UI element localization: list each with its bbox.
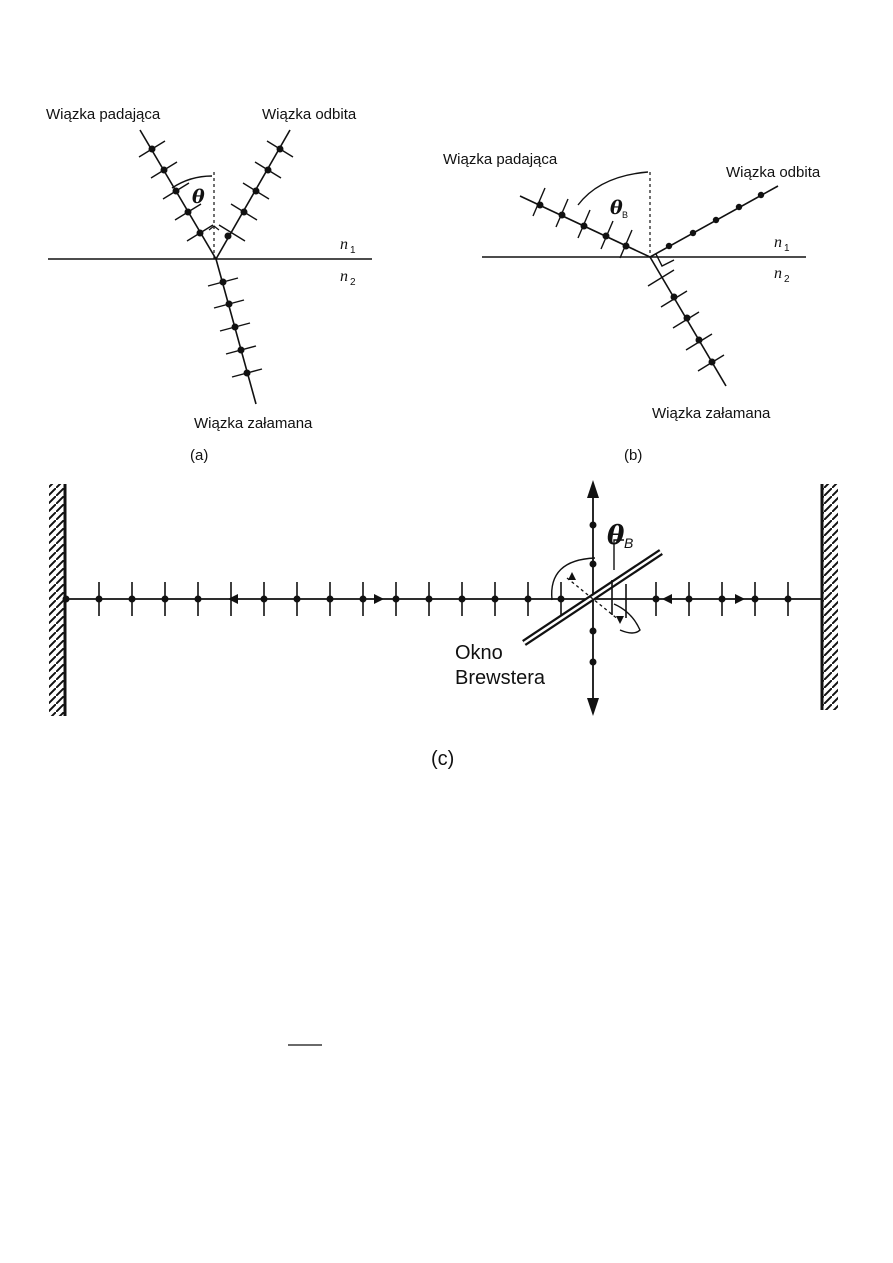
normal-arrow-left: [568, 572, 576, 580]
incident-label-a: Wiązka padająca: [46, 106, 161, 123]
angle-symbol-c: θ: [607, 521, 625, 551]
angle-arc-c-upper2: [613, 539, 624, 570]
medium1-sub-b: 1: [784, 243, 790, 254]
angle-arc-a: [171, 175, 213, 189]
panel-b: Wiązka padająca Wiązka odbita Wiązka zał…: [443, 151, 821, 464]
medium2-sub-b: 2: [784, 274, 790, 285]
reflected-beam-b: [649, 185, 779, 258]
normal-arrow-right: [616, 616, 624, 624]
refracted-beam-a: [207, 258, 263, 405]
left-mirror: [49, 484, 67, 716]
refracted-beam-b: [647, 256, 727, 387]
refracted-label-a: Wiązka załamana: [194, 415, 313, 432]
angle-symbol-b: θ: [610, 197, 623, 219]
caption-b: (b): [624, 447, 642, 464]
window-label-line1: Okno: [455, 642, 503, 664]
reflected-beam-a: [215, 129, 294, 260]
medium1-symbol-a: n: [340, 236, 348, 253]
right-mirror: [820, 484, 838, 710]
angle-arc-b: [577, 171, 649, 206]
angle-sub-b: B: [622, 210, 628, 220]
medium2-symbol-b: n: [774, 265, 782, 282]
reflected-label-a: Wiązka odbita: [262, 106, 357, 123]
medium2-sub-a: 2: [350, 277, 356, 288]
caption-c: (c): [431, 748, 454, 770]
angle-sub-c: B: [624, 535, 633, 551]
reflected-label-b: Wiązka odbita: [726, 164, 821, 181]
window-label-line2: Brewstera: [455, 667, 546, 689]
incident-label-b: Wiązka padająca: [443, 151, 558, 168]
vertex-marker-a: [208, 225, 220, 231]
panel-a: Wiązka padająca Wiązka odbita Wiązka zał…: [46, 106, 372, 464]
axis-arrows: [228, 594, 745, 604]
angle-arc-c-upper: [551, 557, 596, 601]
medium1-sub-a: 1: [350, 245, 356, 256]
polarization-dots: [62, 595, 792, 603]
incident-beam-a: [138, 129, 217, 260]
refracted-label-b: Wiązka załamana: [652, 405, 771, 422]
window-normal: [566, 577, 620, 621]
caption-a: (a): [190, 447, 208, 464]
angle-arc-c-lower: [613, 603, 641, 634]
medium1-symbol-b: n: [774, 234, 782, 251]
medium2-symbol-a: n: [340, 268, 348, 285]
incident-beam-b: [519, 187, 651, 259]
right-angle-marker-b: [655, 253, 675, 267]
angle-symbol-a: θ: [192, 186, 205, 208]
panel-c: θ B Okno Brewstera (c): [49, 480, 838, 770]
